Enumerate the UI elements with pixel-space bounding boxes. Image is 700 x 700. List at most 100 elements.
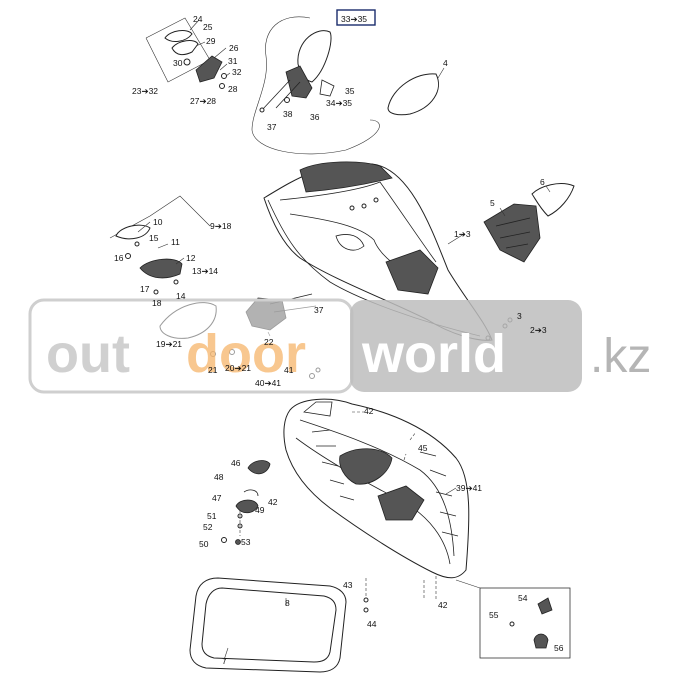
- callout: 38: [283, 109, 293, 119]
- callout: 32: [232, 67, 242, 77]
- callout: 36: [310, 112, 320, 122]
- part-43: [363, 597, 369, 603]
- part-10: [115, 224, 151, 240]
- callout: 20➔21: [225, 363, 251, 373]
- part-55: [509, 621, 515, 627]
- callout: 37: [267, 122, 277, 132]
- part-6-vent: [531, 183, 575, 217]
- callout: 22: [264, 337, 274, 347]
- inset-box: [479, 587, 571, 659]
- part-31: [221, 73, 227, 79]
- part-26: [195, 55, 223, 83]
- callout: 7: [222, 656, 227, 666]
- callout-labels: 24 25 29 30 26 31 32 28 23➔32 27➔28 33➔3…: [114, 14, 564, 666]
- part-15: [134, 241, 140, 247]
- callout: 54: [518, 593, 528, 603]
- part-46: [247, 460, 271, 475]
- callout: 43: [343, 580, 353, 590]
- part-14: [173, 279, 179, 285]
- callout: 18: [152, 298, 162, 308]
- callout: 39➔41: [456, 483, 482, 493]
- watermark: out door world .kz: [28, 298, 651, 394]
- watermark-out: out: [46, 324, 130, 384]
- part-54: [537, 597, 553, 615]
- callout: 29: [206, 36, 216, 46]
- callout: 19➔21: [156, 339, 182, 349]
- windshield-top: [299, 161, 393, 193]
- group-mirror-left: [109, 195, 211, 295]
- callout: 34➔35: [326, 98, 352, 108]
- hood-fastener: [373, 197, 379, 203]
- callout: 14: [176, 291, 186, 301]
- group-tub: [283, 398, 470, 579]
- part-28-nut: [219, 83, 225, 89]
- callout: 15: [149, 233, 159, 243]
- callout: 40➔41: [255, 378, 281, 388]
- part-12: [139, 258, 183, 279]
- part-53: [235, 539, 241, 545]
- watermark-right-panel: [350, 300, 582, 392]
- tub-recess-2: [377, 485, 425, 521]
- callout: 47: [212, 493, 222, 503]
- part-16: [125, 253, 131, 259]
- part-25: [171, 40, 199, 56]
- part-30: [183, 58, 191, 66]
- callout: 16: [114, 253, 124, 263]
- callout: 42: [268, 497, 278, 507]
- callout: 37: [314, 305, 324, 315]
- leader-curve-top: [251, 16, 380, 155]
- callout: 42: [364, 406, 374, 416]
- hood-fastener: [349, 205, 355, 211]
- part-56: [533, 633, 549, 649]
- callout: 4: [443, 58, 448, 68]
- callout: 11: [171, 237, 180, 247]
- callout: 42: [438, 600, 448, 610]
- callout: 28: [228, 84, 238, 94]
- callout: 51: [207, 511, 217, 521]
- callout: 33➔35: [341, 14, 367, 24]
- callout: 10: [153, 217, 163, 227]
- callout: 46: [231, 458, 241, 468]
- part-44: [363, 607, 369, 613]
- part-35: [319, 79, 335, 97]
- callout: 8: [285, 598, 290, 608]
- callout: 31: [228, 56, 238, 66]
- callout: 41: [284, 365, 294, 375]
- part-47: [235, 499, 259, 514]
- group-clip-upper: [145, 17, 231, 89]
- watermark-world: world: [361, 324, 506, 384]
- callout: 23➔32: [132, 86, 158, 96]
- callout: 35: [345, 86, 355, 96]
- callout: 53: [241, 537, 251, 547]
- ref-box: [336, 9, 376, 26]
- callout: 24: [193, 14, 203, 24]
- callout: 45: [418, 443, 428, 453]
- callout: 44: [367, 619, 377, 629]
- callout: 52: [203, 522, 213, 532]
- part-8-gasket-inner: [201, 587, 337, 663]
- part-39-tub: [283, 398, 470, 579]
- part-17: [153, 289, 159, 295]
- callout: 1➔3: [454, 229, 471, 239]
- part-4-visor: [387, 73, 439, 116]
- group-mirror-top: [251, 9, 380, 155]
- callout: 3: [517, 311, 522, 321]
- watermark-door: door: [186, 324, 306, 384]
- group-hood: [263, 161, 493, 341]
- callout: 5: [490, 198, 495, 208]
- headlight-zone: [385, 249, 439, 295]
- callout: 55: [489, 610, 499, 620]
- callout: 13➔14: [192, 266, 218, 276]
- part-50: [221, 537, 227, 543]
- callout: 26: [229, 43, 239, 53]
- callout: 25: [203, 22, 213, 32]
- callout: 17: [140, 284, 150, 294]
- callout: 9➔18: [210, 221, 232, 231]
- group-gasket: [189, 577, 347, 673]
- tub-recess: [339, 448, 393, 485]
- callout: 21: [208, 365, 218, 375]
- part-38: [284, 97, 290, 103]
- callout: 50: [199, 539, 209, 549]
- part-24-cover: [164, 30, 193, 42]
